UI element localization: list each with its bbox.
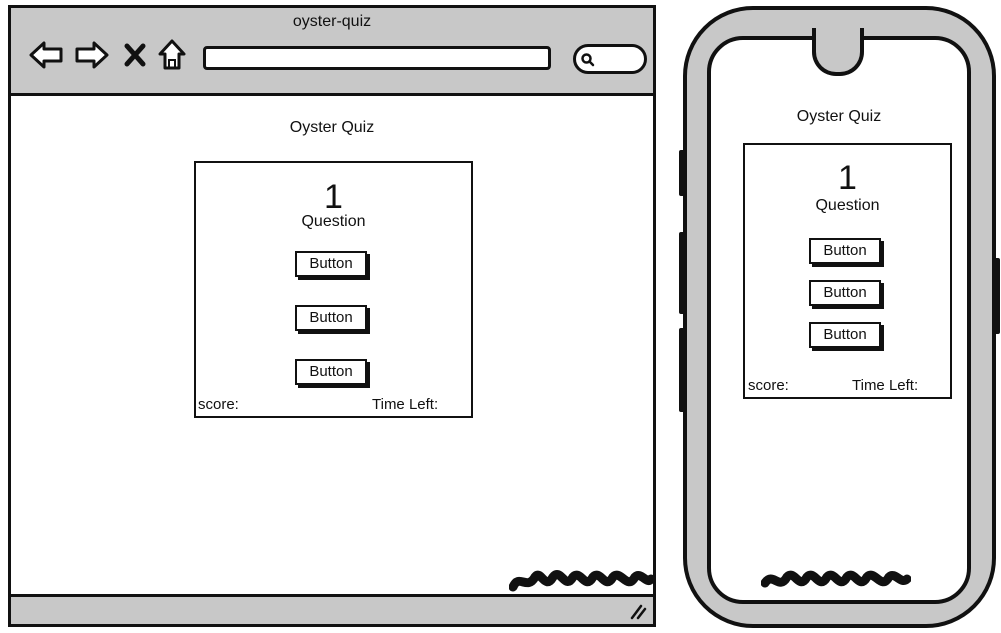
phone-notch xyxy=(812,28,864,76)
score-label: score: xyxy=(748,377,789,394)
phone-volume-button xyxy=(679,328,685,412)
page-title: Oyster Quiz xyxy=(289,119,375,136)
answer-button-1[interactable]: Button xyxy=(809,238,881,264)
status-bar xyxy=(11,594,653,624)
question-label: Question xyxy=(301,213,366,230)
phone-volume-button xyxy=(679,232,685,314)
desktop-browser-window: oyster-quiz Oyster Quiz 1 Question Butto… xyxy=(8,5,656,627)
resize-grip-icon[interactable] xyxy=(629,602,647,620)
footer-scribble xyxy=(761,570,911,588)
address-bar[interactable] xyxy=(203,46,551,70)
question-label: Question xyxy=(815,197,880,214)
answer-button-2[interactable]: Button xyxy=(295,305,367,331)
phone-screen: Oyster Quiz 1 Question Button Button But… xyxy=(707,36,971,604)
time-left-label: Time Left: xyxy=(372,396,439,413)
quiz-card: 1 Question Button Button Button score: T… xyxy=(194,161,473,418)
window-title: oyster-quiz xyxy=(292,13,372,30)
home-icon[interactable] xyxy=(157,38,187,72)
mobile-phone-frame: Oyster Quiz 1 Question Button Button But… xyxy=(679,6,1000,628)
phone-side-button xyxy=(679,150,685,196)
phone-power-button xyxy=(994,258,1000,334)
back-arrow-icon[interactable] xyxy=(28,38,64,72)
answer-button-1[interactable]: Button xyxy=(295,251,367,277)
answer-button-3[interactable]: Button xyxy=(809,322,881,348)
close-icon[interactable] xyxy=(123,38,147,72)
score-label: score: xyxy=(198,396,239,413)
question-number: 1 xyxy=(324,178,343,216)
time-left-label: Time Left: xyxy=(852,377,919,394)
footer-scribble xyxy=(509,570,655,592)
forward-arrow-icon[interactable] xyxy=(74,38,110,72)
browser-toolbar: oyster-quiz xyxy=(11,8,653,96)
search-field[interactable] xyxy=(573,44,647,74)
question-number: 1 xyxy=(838,159,857,197)
page-title: Oyster Quiz xyxy=(796,108,882,125)
search-icon xyxy=(581,53,595,67)
answer-button-3[interactable]: Button xyxy=(295,359,367,385)
quiz-card: 1 Question Button Button Button score: T… xyxy=(743,143,952,399)
answer-button-2[interactable]: Button xyxy=(809,280,881,306)
